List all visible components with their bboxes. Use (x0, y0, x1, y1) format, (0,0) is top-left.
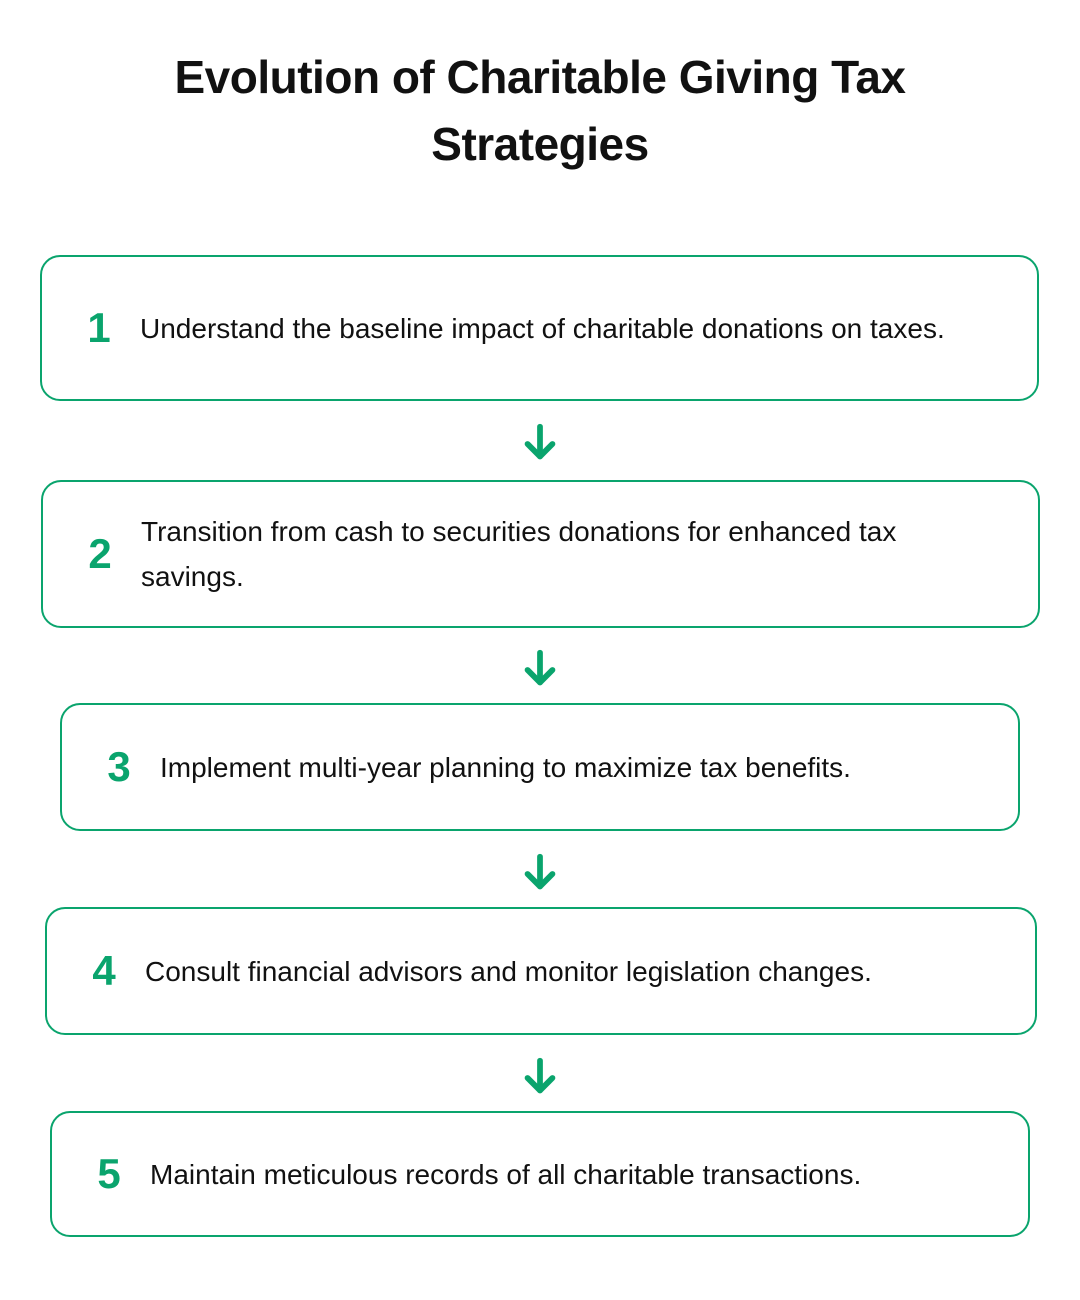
step-number: 2 (88, 530, 112, 577)
step-box-5: 5 Maintain meticulous records of all cha… (50, 1111, 1030, 1237)
step-text: Transition from cash to securities donat… (141, 516, 897, 592)
step-number: 5 (97, 1150, 121, 1197)
step-text: Maintain meticulous records of all chari… (150, 1158, 862, 1190)
down-arrow-icon (517, 1054, 563, 1100)
step-box-1: 1 Understand the baseline impact of char… (40, 255, 1039, 401)
step-text: Implement multi-year planning to maximiz… (160, 751, 851, 783)
down-arrow-icon (517, 646, 563, 692)
page-title: Evolution of Charitable Giving Tax Strat… (174, 51, 907, 170)
step-text: Consult financial advisors and monitor l… (145, 955, 872, 987)
step-box-3: 3 Implement multi-year planning to maxim… (60, 703, 1020, 831)
flow-connector (0, 646, 1080, 692)
flow-connector (0, 1054, 1080, 1100)
down-arrow-icon (517, 850, 563, 896)
flow-connector (0, 850, 1080, 896)
step-box-2: 2 Transition from cash to securities don… (41, 480, 1040, 628)
step-text: Understand the baseline impact of charit… (140, 312, 945, 344)
down-arrow-icon (517, 420, 563, 466)
flow-connector (0, 420, 1080, 466)
step-number: 3 (107, 743, 131, 790)
step-number: 1 (87, 304, 111, 351)
step-number: 4 (92, 947, 116, 994)
step-box-4: 4 Consult financial advisors and monitor… (45, 907, 1037, 1035)
